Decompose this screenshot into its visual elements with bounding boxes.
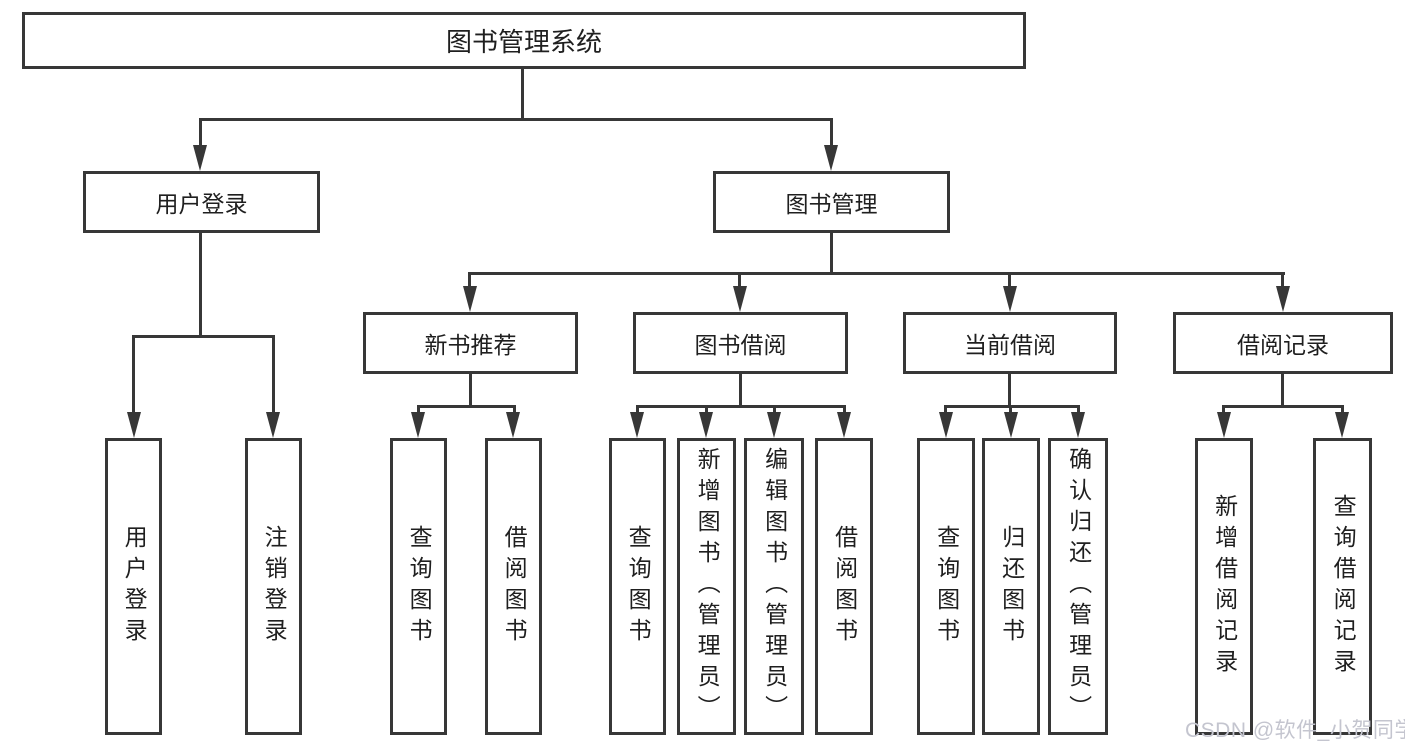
connector-arm bbox=[773, 405, 776, 417]
node-label: 图书管理系统 bbox=[445, 27, 602, 57]
node-leaf-add-books-admin: 新增图书（管理员） bbox=[677, 438, 736, 735]
arrowhead-down bbox=[733, 286, 747, 312]
node-label: 新书推荐 bbox=[424, 332, 517, 358]
csdn-watermark: CSDN @软件_小贺同学 bbox=[1185, 719, 1405, 742]
node-leaf-return-books: 归还图书 bbox=[982, 438, 1040, 735]
connector-arm-records bbox=[1281, 272, 1284, 290]
arrowhead-down bbox=[699, 412, 713, 438]
node-label: 借阅记录 bbox=[1237, 332, 1329, 358]
connector-records-rail bbox=[1222, 405, 1344, 408]
node-leaf-query-books-borrow: 查询图书 bbox=[609, 438, 666, 735]
connector-bookmgmt-stub bbox=[830, 232, 833, 274]
node-label: 当前借阅 bbox=[964, 332, 1056, 358]
node-leaf-logout: 注销登录 bbox=[245, 438, 302, 735]
connector-arm bbox=[1009, 405, 1012, 417]
connector-root-stub bbox=[521, 66, 524, 120]
connector-recommend-rail bbox=[417, 405, 516, 408]
node-leaf-query-borrow-record: 查询借阅记录 bbox=[1313, 438, 1372, 735]
node-new-book-recommend: 新书推荐 bbox=[363, 312, 578, 374]
arrowhead-down bbox=[193, 145, 207, 171]
node-book-management: 图书管理 bbox=[713, 171, 950, 233]
arrowhead-down bbox=[463, 286, 477, 312]
connector-arm bbox=[843, 405, 846, 417]
node-leaf-query-books-current: 查询图书 bbox=[917, 438, 975, 735]
node-label: 借阅图书 bbox=[501, 524, 528, 649]
arrowhead-down bbox=[127, 412, 141, 438]
arrowhead-down bbox=[1335, 412, 1349, 438]
node-label: 查询借阅记录 bbox=[1330, 493, 1357, 680]
connector-login-rail bbox=[132, 335, 275, 338]
connector-arm bbox=[417, 405, 420, 417]
connector-borrow-rail bbox=[636, 405, 846, 408]
arrowhead-down bbox=[1217, 412, 1231, 438]
node-label: 用户登录 bbox=[121, 524, 148, 649]
connector-arm-book-management bbox=[830, 118, 833, 150]
arrowhead-down bbox=[824, 145, 838, 171]
node-leaf-query-books-recommend: 查询图书 bbox=[390, 438, 447, 735]
node-label: 归还图书 bbox=[998, 524, 1025, 649]
node-current-borrow: 当前借阅 bbox=[903, 312, 1117, 374]
connector-arm-login bbox=[132, 335, 135, 414]
node-leaf-add-borrow-record: 新增借阅记录 bbox=[1195, 438, 1253, 735]
connector-arm bbox=[636, 405, 639, 417]
connector-arm-user-login bbox=[199, 118, 202, 150]
node-label: 查询图书 bbox=[625, 524, 652, 649]
node-book-borrow: 图书借阅 bbox=[633, 312, 848, 374]
node-root-system: 图书管理系统 bbox=[22, 12, 1026, 69]
connector-arm bbox=[1222, 405, 1225, 417]
connector-current-stub bbox=[1008, 373, 1011, 407]
node-leaf-edit-books-admin: 编辑图书（管理员） bbox=[744, 438, 804, 735]
node-user-login: 用户登录 bbox=[83, 171, 320, 233]
arrowhead-down bbox=[506, 412, 520, 438]
connector-arm-current bbox=[1008, 272, 1011, 290]
node-leaf-borrow-books-recommend: 借阅图书 bbox=[485, 438, 542, 735]
connector-records-stub bbox=[1281, 373, 1284, 407]
node-label: 新增图书（管理员） bbox=[694, 447, 721, 726]
node-label: 用户登录 bbox=[155, 191, 248, 217]
node-leaf-borrow-books: 借阅图书 bbox=[815, 438, 873, 735]
connector-arm bbox=[513, 405, 516, 417]
connector-login-stub bbox=[199, 232, 202, 337]
connector-level3-rail bbox=[468, 272, 1285, 275]
node-label: 新增借阅记录 bbox=[1211, 493, 1238, 680]
connector-borrow-stub bbox=[739, 373, 742, 407]
connector-arm bbox=[705, 405, 708, 417]
node-label: 查询图书 bbox=[933, 524, 960, 649]
connector-arm-borrow bbox=[738, 272, 741, 290]
node-label: 图书管理 bbox=[785, 191, 878, 217]
connector-arm bbox=[1341, 405, 1344, 417]
arrowhead-down bbox=[1276, 286, 1290, 312]
connector-arm-logout bbox=[272, 335, 275, 414]
arrowhead-down bbox=[1004, 412, 1018, 438]
node-leaf-confirm-return-admin: 确认归还（管理员） bbox=[1048, 438, 1108, 735]
connector-arm bbox=[944, 405, 947, 417]
arrowhead-down bbox=[1003, 286, 1017, 312]
arrowhead-down bbox=[837, 412, 851, 438]
node-label: 注销登录 bbox=[261, 524, 288, 649]
node-label: 借阅图书 bbox=[831, 524, 858, 649]
arrowhead-down bbox=[939, 412, 953, 438]
arrowhead-down bbox=[266, 412, 280, 438]
node-label: 确认归还（管理员） bbox=[1065, 447, 1092, 726]
connector-level2-rail bbox=[199, 118, 833, 121]
node-label: 图书借阅 bbox=[694, 332, 787, 358]
arrowhead-down bbox=[630, 412, 644, 438]
connector-arm-recommend bbox=[468, 272, 471, 290]
arrowhead-down bbox=[411, 412, 425, 438]
node-borrow-records: 借阅记录 bbox=[1173, 312, 1393, 374]
connector-current-rail bbox=[944, 405, 1080, 408]
node-leaf-user-login: 用户登录 bbox=[105, 438, 162, 735]
node-label: 查询图书 bbox=[406, 524, 433, 649]
node-label: 编辑图书（管理员） bbox=[761, 447, 788, 726]
arrowhead-down bbox=[1071, 412, 1085, 438]
arrowhead-down bbox=[767, 412, 781, 438]
connector-recommend-stub bbox=[469, 373, 472, 407]
connector-arm bbox=[1077, 405, 1080, 417]
